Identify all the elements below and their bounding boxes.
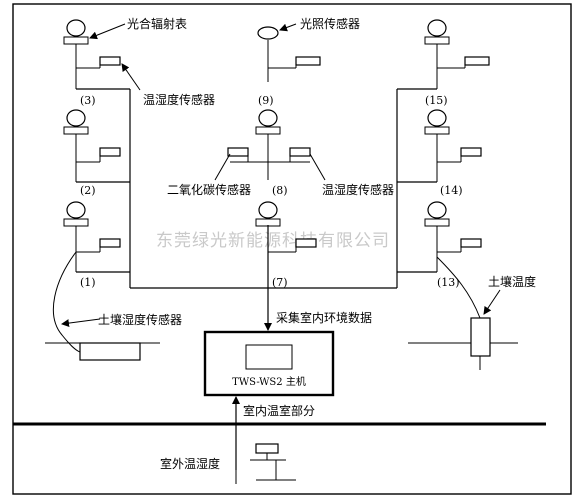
label-soil-temperature: 土壤温度	[488, 274, 536, 289]
temp-humidity-sensor-icon	[460, 147, 482, 157]
label-temp-humidity-left: 温湿度传感器	[143, 92, 215, 107]
host-unit: TWS-WS2 主机	[203, 330, 335, 397]
node-number-1: (1)	[80, 276, 96, 289]
soil-humidity-sensor-group	[45, 251, 160, 361]
sensor-station-2	[63, 109, 121, 182]
sensor-station-13	[424, 201, 482, 272]
outdoor-temp-humidity-sensor-icon	[255, 443, 279, 454]
temp-humidity-sensor-icon	[295, 56, 321, 66]
sensor-station-15	[424, 19, 490, 89]
node-number-15: (15)	[425, 94, 448, 107]
radiation-meter-icon	[66, 19, 86, 37]
temp-humidity-sensor-icon	[289, 147, 311, 157]
label-light-sensor: 光照传感器	[300, 16, 360, 31]
radiation-meter-icon	[258, 109, 278, 127]
node-number-7: (7)	[272, 276, 288, 289]
node-number-13: (13)	[437, 276, 460, 289]
temp-humidity-sensor-icon	[295, 238, 317, 248]
node-number-8: (8)	[272, 184, 288, 197]
host-screen	[245, 344, 293, 370]
sensor-station-9	[257, 26, 321, 82]
sensor-station-7	[255, 201, 317, 253]
radiation-meter-icon	[427, 19, 447, 37]
sensor-station-3	[63, 19, 121, 89]
label-temp-humidity-center: 温湿度传感器	[322, 182, 394, 197]
temp-humidity-sensor-icon	[460, 238, 482, 248]
temp-humidity-sensor-icon	[99, 147, 121, 157]
radiation-meter-icon	[66, 201, 86, 219]
soil-temperature-sensor-icon	[470, 317, 491, 357]
light-sensor-icon	[257, 26, 279, 40]
outdoor-sensor	[235, 443, 296, 484]
temp-humidity-sensor-icon	[99, 238, 121, 248]
label-indoor-greenhouse: 室内温室部分	[243, 403, 315, 418]
soil-temperature-sensor-group	[408, 256, 518, 370]
label-co2-sensor: 二氧化碳传感器	[167, 182, 251, 197]
co2-sensor-icon	[227, 147, 249, 157]
outer-frame	[12, 3, 572, 495]
watermark: 东莞绿光新能源科技有限公司	[156, 231, 390, 251]
network-backbone	[76, 88, 437, 470]
radiation-meter-icon	[66, 109, 86, 127]
sensor-station-1	[63, 201, 121, 272]
label-outdoor-temp-humidity: 室外温湿度	[160, 456, 220, 471]
host-name: TWS-WS2 主机	[232, 375, 306, 388]
callout-arrows	[89, 23, 297, 91]
sensor-station-8	[214, 109, 326, 181]
sensor-station-14	[424, 109, 482, 182]
temp-humidity-sensor-icon	[99, 56, 121, 66]
radiation-meter-icon	[427, 109, 447, 127]
radiation-meter-icon	[427, 201, 447, 219]
label-radiation-meter: 光合辐射表	[127, 16, 187, 31]
soil-humidity-sensor-icon	[79, 342, 141, 361]
node-number-2: (2)	[80, 184, 96, 197]
node-number-9: (9)	[258, 94, 274, 107]
temp-humidity-sensor-icon	[464, 56, 490, 66]
label-soil-humidity: 土壤湿度传感器	[98, 312, 182, 327]
node-number-3: (3)	[80, 94, 96, 107]
node-number-14: (14)	[440, 184, 463, 197]
label-collect-indoor-data: 采集室内环境数据	[276, 310, 372, 325]
radiation-meter-icon	[258, 201, 278, 219]
